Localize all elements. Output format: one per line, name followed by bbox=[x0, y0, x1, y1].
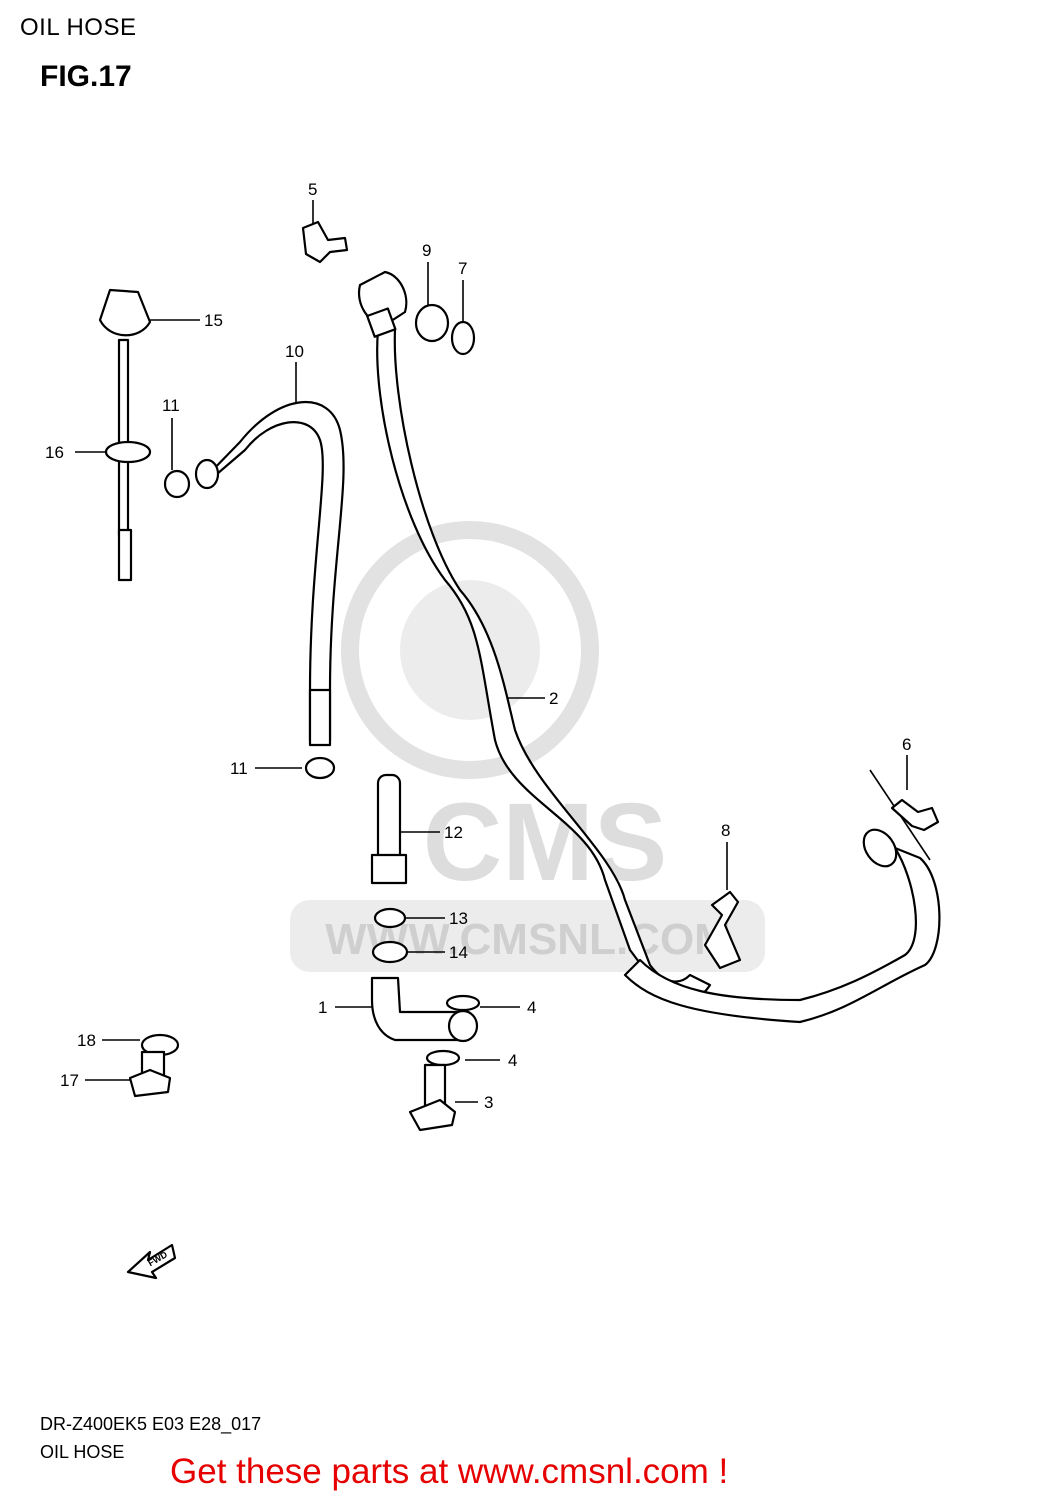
bolt-5 bbox=[301, 220, 349, 264]
clamp-14 bbox=[371, 940, 409, 964]
callout-2: 2 bbox=[549, 689, 558, 708]
callout-5: 5 bbox=[308, 180, 317, 199]
callout-12: 12 bbox=[444, 823, 463, 842]
oil-hose-right-pipe bbox=[623, 828, 941, 1024]
oil-hose-long bbox=[376, 328, 712, 1001]
callout-7: 7 bbox=[458, 259, 467, 278]
callout-10: 10 bbox=[285, 342, 304, 361]
hose-elbow-1 bbox=[370, 976, 479, 1043]
callout-15: 15 bbox=[204, 311, 223, 330]
callout-1: 1 bbox=[318, 998, 327, 1017]
bolt-6 bbox=[890, 798, 940, 832]
page-header: OIL HOSE bbox=[20, 14, 137, 41]
callout-3: 3 bbox=[484, 1093, 493, 1112]
callout-6: 6 bbox=[902, 735, 911, 754]
oring-7 bbox=[450, 320, 476, 356]
dipstick bbox=[98, 288, 152, 582]
callout-17: 17 bbox=[60, 1071, 79, 1090]
callout-4b: 4 bbox=[508, 1051, 517, 1070]
watermark: CMS WWW.CMSNL.COM bbox=[290, 521, 765, 972]
washer-4-bottom bbox=[425, 1049, 461, 1067]
callout-13: 13 bbox=[449, 909, 468, 928]
callout-labels: 1 2 3 4 4 5 6 7 8 9 10 11 11 12 13 14 15… bbox=[45, 180, 911, 1112]
footer-section-label: OIL HOSE bbox=[40, 1442, 125, 1462]
washer-4-top bbox=[445, 994, 481, 1012]
clip-11-top bbox=[163, 469, 191, 499]
callout-16: 16 bbox=[45, 443, 64, 462]
sleeve-9 bbox=[414, 303, 450, 343]
banjo-bolt-3 bbox=[408, 1063, 457, 1132]
promo-link[interactable]: Get these parts at www.cmsnl.com ! bbox=[170, 1452, 729, 1491]
washer-13 bbox=[373, 907, 407, 929]
callout-9: 9 bbox=[422, 241, 431, 260]
clip-11-bottom bbox=[304, 756, 336, 780]
drain-bolt-17 bbox=[128, 1050, 172, 1098]
breather-hose bbox=[194, 400, 345, 747]
oil-switch-12 bbox=[370, 773, 408, 885]
hose-banjo-top bbox=[357, 270, 408, 338]
callout-11b: 11 bbox=[230, 759, 248, 778]
callout-8: 8 bbox=[721, 821, 730, 840]
fwd-arrow: FWD bbox=[126, 1243, 177, 1280]
figure-title: FIG.17 bbox=[40, 60, 132, 93]
footer-model-code: DR-Z400EK5 E03 E28_017 bbox=[40, 1414, 262, 1434]
callout-4a: 4 bbox=[527, 998, 536, 1017]
clamp-bracket-8 bbox=[703, 890, 742, 970]
callout-11a: 11 bbox=[162, 396, 180, 415]
callout-18: 18 bbox=[77, 1031, 96, 1050]
callout-14: 14 bbox=[449, 943, 468, 962]
